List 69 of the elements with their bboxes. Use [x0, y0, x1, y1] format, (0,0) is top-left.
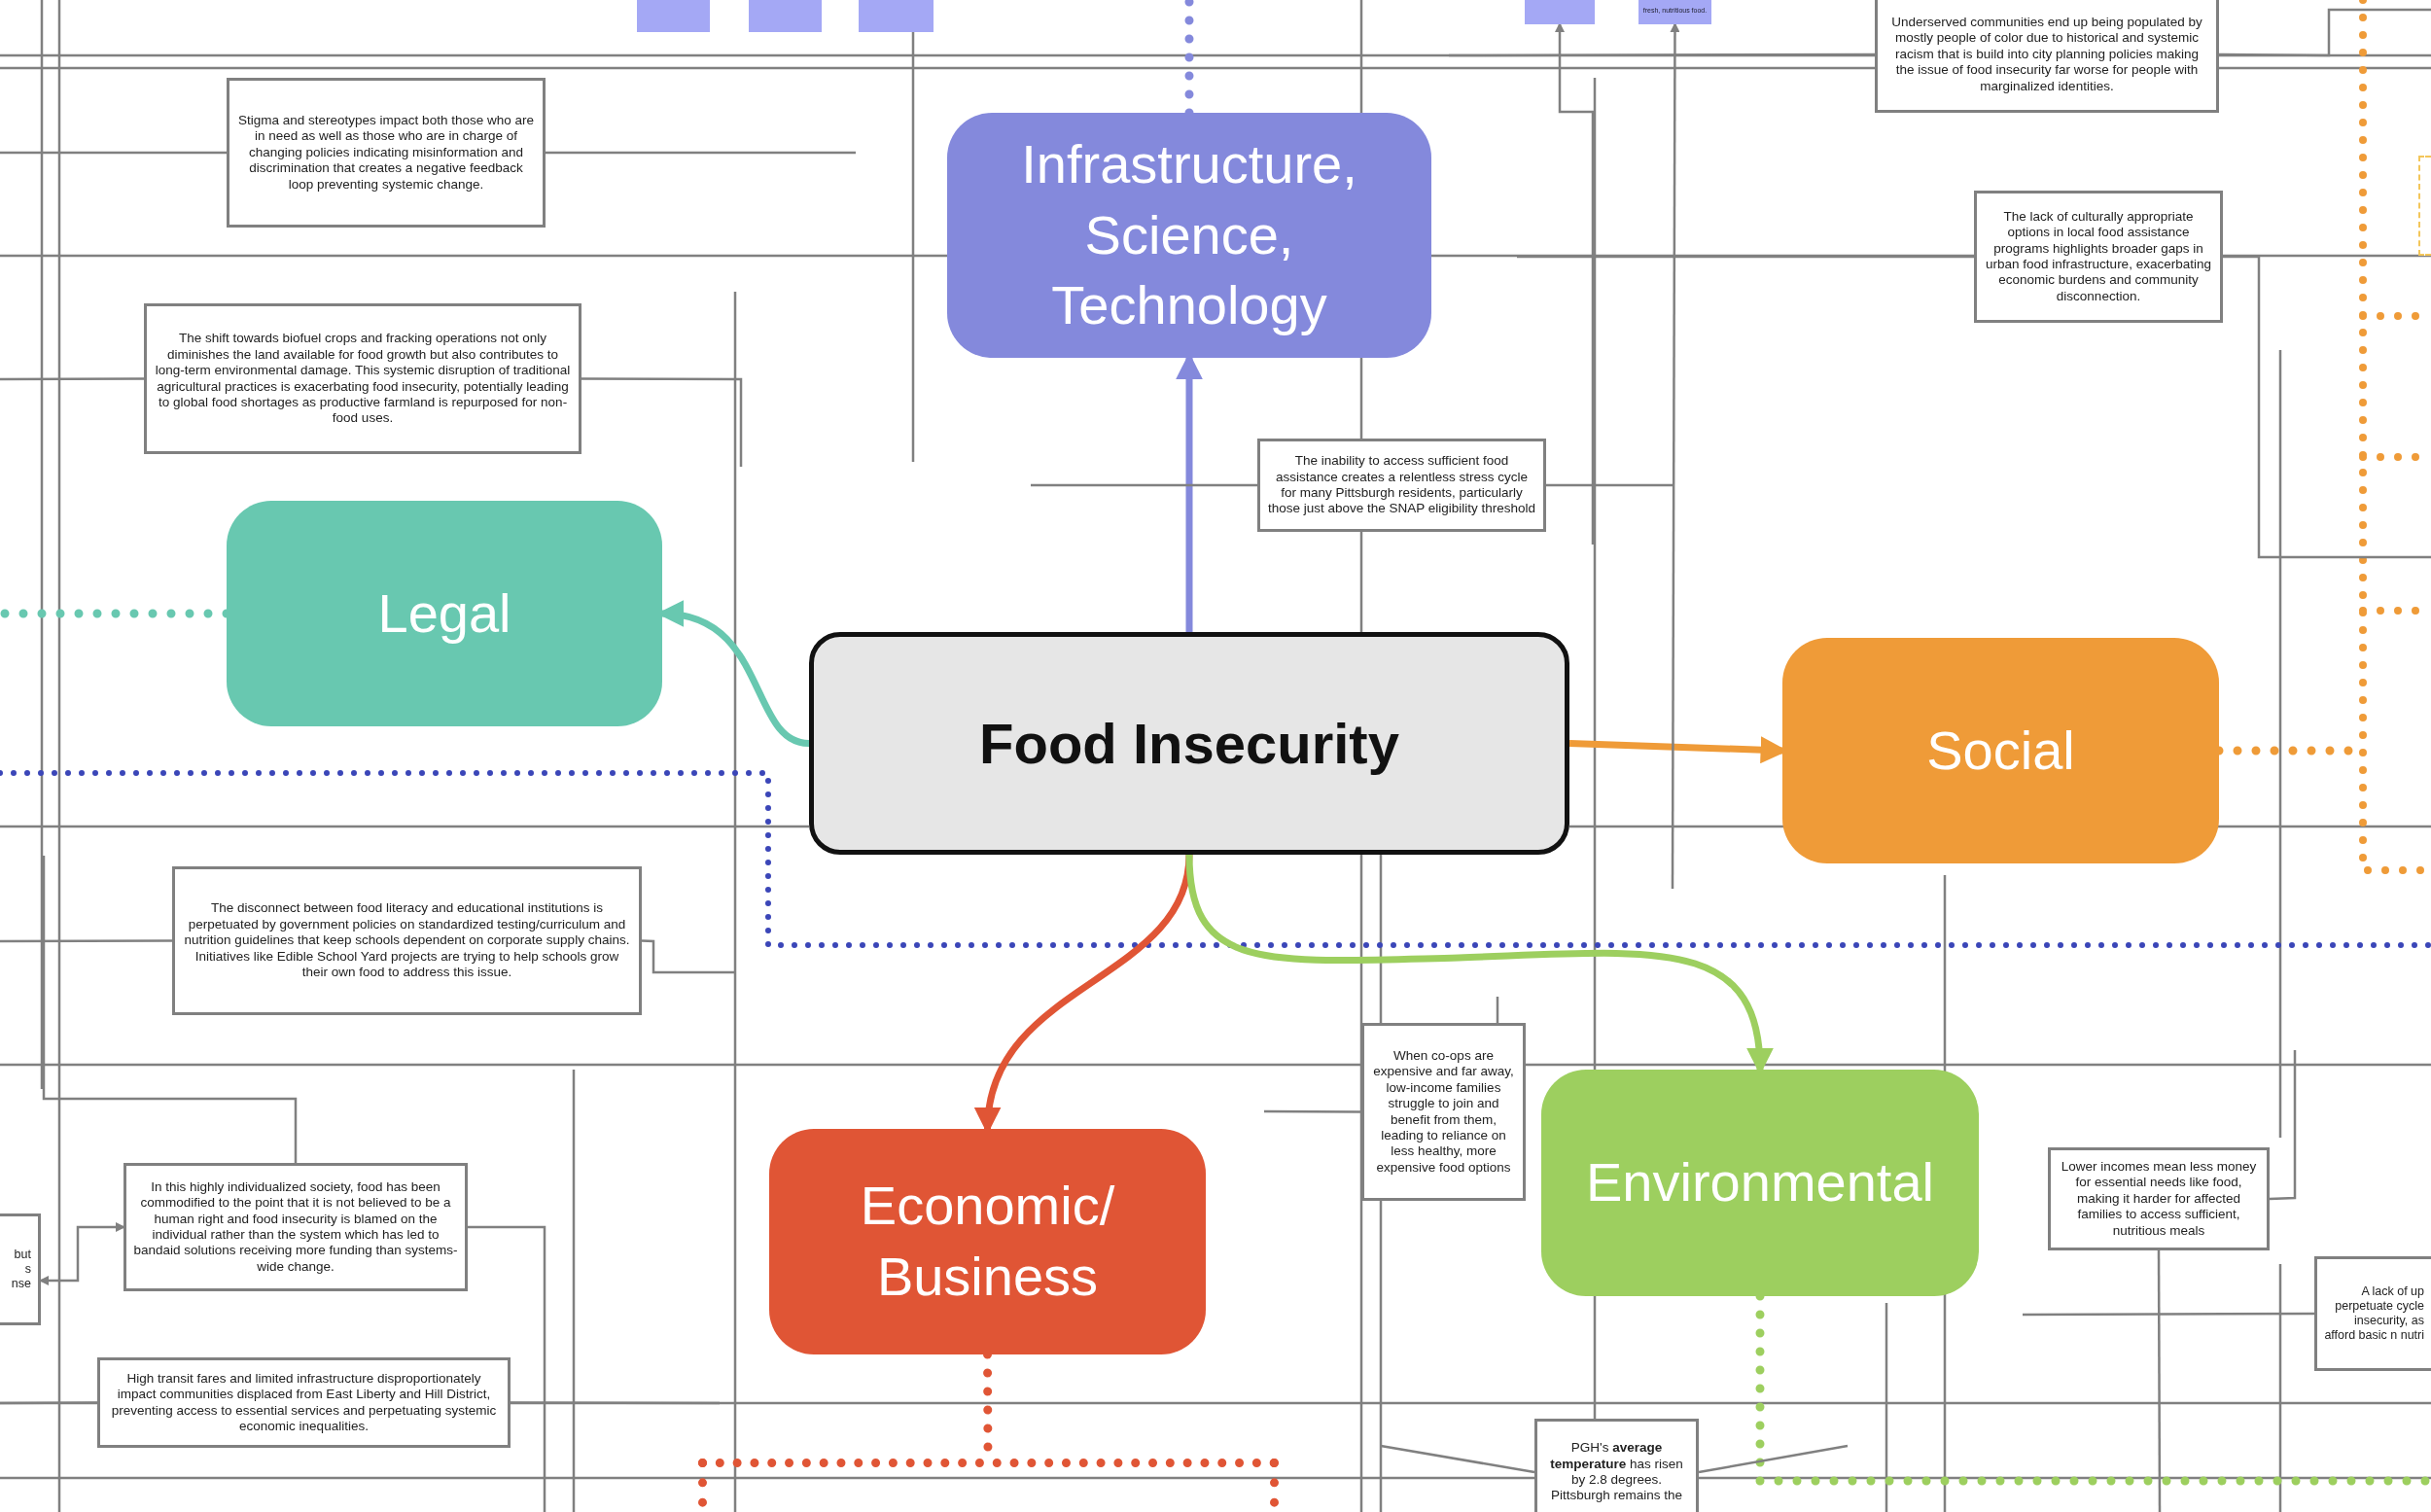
note-text: The disconnect between food literacy and educational institutions is perpetuated by government policies on standardized testing/curriculum and nutrition guidelines that keep schools dependent on corporate supply chains. Initiatives like Edible School Yard projects are trying to help schools grow their own food to address this issue.: [183, 900, 631, 981]
connector-line: [1264, 1109, 1361, 1113]
connector-line: [1546, 483, 1673, 487]
connector-line: [511, 1401, 720, 1405]
note-box: [0, 1213, 41, 1325]
category-box: [947, 113, 1431, 358]
category-box: [227, 501, 662, 726]
note-box: [1257, 439, 1546, 532]
central-topic-box: [809, 632, 1569, 855]
note-text: The lack of culturally appropriate options in local food assistance programs highlights broader gaps in urban food infrastructure, exacerbating economic burdens and community disconnection.: [1985, 208, 2212, 305]
note-text: Underserved communities end up being populated by mostly people of color due to historical and systemic racism that is build into city planning policies making the issue of food insecurity far worse for people with marginalized identities.: [1890, 14, 2203, 95]
connector-line: [1496, 997, 1499, 1023]
arrow: [1670, 22, 1680, 889]
topic-label: Food Insecurity: [979, 711, 1399, 776]
topic-label: Legal: [377, 580, 511, 646]
note-box: [172, 866, 642, 1015]
note-box: [123, 1163, 468, 1291]
connector-line: [1698, 1444, 1849, 1474]
connector-line: [0, 377, 144, 381]
note-text: Stigma and stereotypes impact both those who are in need as well as those who are in charge of changing policies indicating misinformation and discrimination that creates a negative feedback loop preventing systemic change.: [237, 112, 535, 193]
connector-line: [1517, 255, 1974, 259]
connector-line: [2269, 1050, 2297, 1201]
connector-line: [2157, 1250, 2162, 1512]
arrow: [1555, 22, 1595, 545]
note-box: [227, 78, 546, 228]
connector-line: [1449, 53, 1875, 57]
sticky-note: [749, 0, 822, 32]
note-text: Lower incomes mean less money for essential needs like food, making it harder for affected families to access sufficient, nutritious meals: [2060, 1158, 2258, 1240]
category-box: [1541, 1070, 1979, 1296]
connector-line: [0, 151, 227, 155]
connector-line: [1380, 1444, 1535, 1474]
note-text: A lack of up perpetuate cycle insecurity, as afford basic n nutri: [2324, 1283, 2424, 1344]
sticky-note: [1525, 0, 1595, 24]
sticky-note: [1638, 0, 1711, 24]
topic-label: Social: [1926, 718, 2075, 783]
note-text: When co-ops are expensive and far away, low-income families struggle to join and benefit from them, leading to reliance on less healthy, more expensive food options: [1372, 1047, 1515, 1177]
note-box: [2314, 1256, 2431, 1371]
topic-label: Environmental: [1586, 1150, 1934, 1215]
note-box: [97, 1357, 511, 1448]
connector-line: [581, 377, 743, 467]
note-box: [2048, 1147, 2270, 1250]
note-text: but s nse: [10, 1247, 31, 1292]
topic-label: Economic/ Business: [859, 1174, 1116, 1309]
note-text: High transit fares and limited infrastructure disproportionately impact communities displaced from East Liberty and Hill District, preventing access to essential services and perpetuating systemic economic inequalities.: [110, 1370, 498, 1435]
note-text: PGH's average temperature has risen by 2.8 degrees. Pittsburgh remains the: [1549, 1440, 1684, 1504]
connector-line: [546, 151, 856, 155]
note-box: [1534, 1419, 1699, 1512]
category-box: [1782, 638, 2219, 863]
note-text: The shift towards biofuel crops and fracking operations not only diminishes the land available for food growth but also contributes to long-term environmental damage. This systemic disruption of traditional agricultural practices is exacerbating food insecurity, potentially leading to global food shortages as productive farmland is repurposed for non-food uses.: [154, 331, 572, 427]
connector-line: [2219, 8, 2431, 57]
sticky-note: [637, 0, 710, 32]
topic-label: Infrastructure, Science, Technology: [1020, 131, 1358, 338]
note-text: In this highly individualized society, food has been commodified to the point that it is not believed to be a human right and food insecurity is blamed on the individual rather than the system which has led to bandaid solutions receiving more funding than systems-wide change.: [133, 1178, 458, 1276]
note-text: The inability to access sufficient food assistance creates a relentless stress cycle for many Pittsburgh residents, particularly those just above the SNAP eligibility threshold: [1267, 453, 1536, 517]
connector-line: [2223, 255, 2431, 559]
connector-line: [468, 1225, 546, 1512]
connector-line: [0, 939, 172, 943]
connector-line: [0, 1401, 97, 1405]
connector-line: [2023, 1312, 2314, 1317]
note-box: [144, 303, 581, 454]
sticky-note: [859, 0, 934, 32]
category-box: [769, 1129, 1206, 1354]
connector-line: [641, 939, 735, 974]
connector-line: [1031, 483, 1257, 487]
note-box: [1875, 0, 2219, 113]
note-box: [1974, 191, 2223, 323]
arrow: [39, 1222, 125, 1285]
connector-line: [42, 856, 298, 1163]
note-box: [1361, 1023, 1526, 1201]
